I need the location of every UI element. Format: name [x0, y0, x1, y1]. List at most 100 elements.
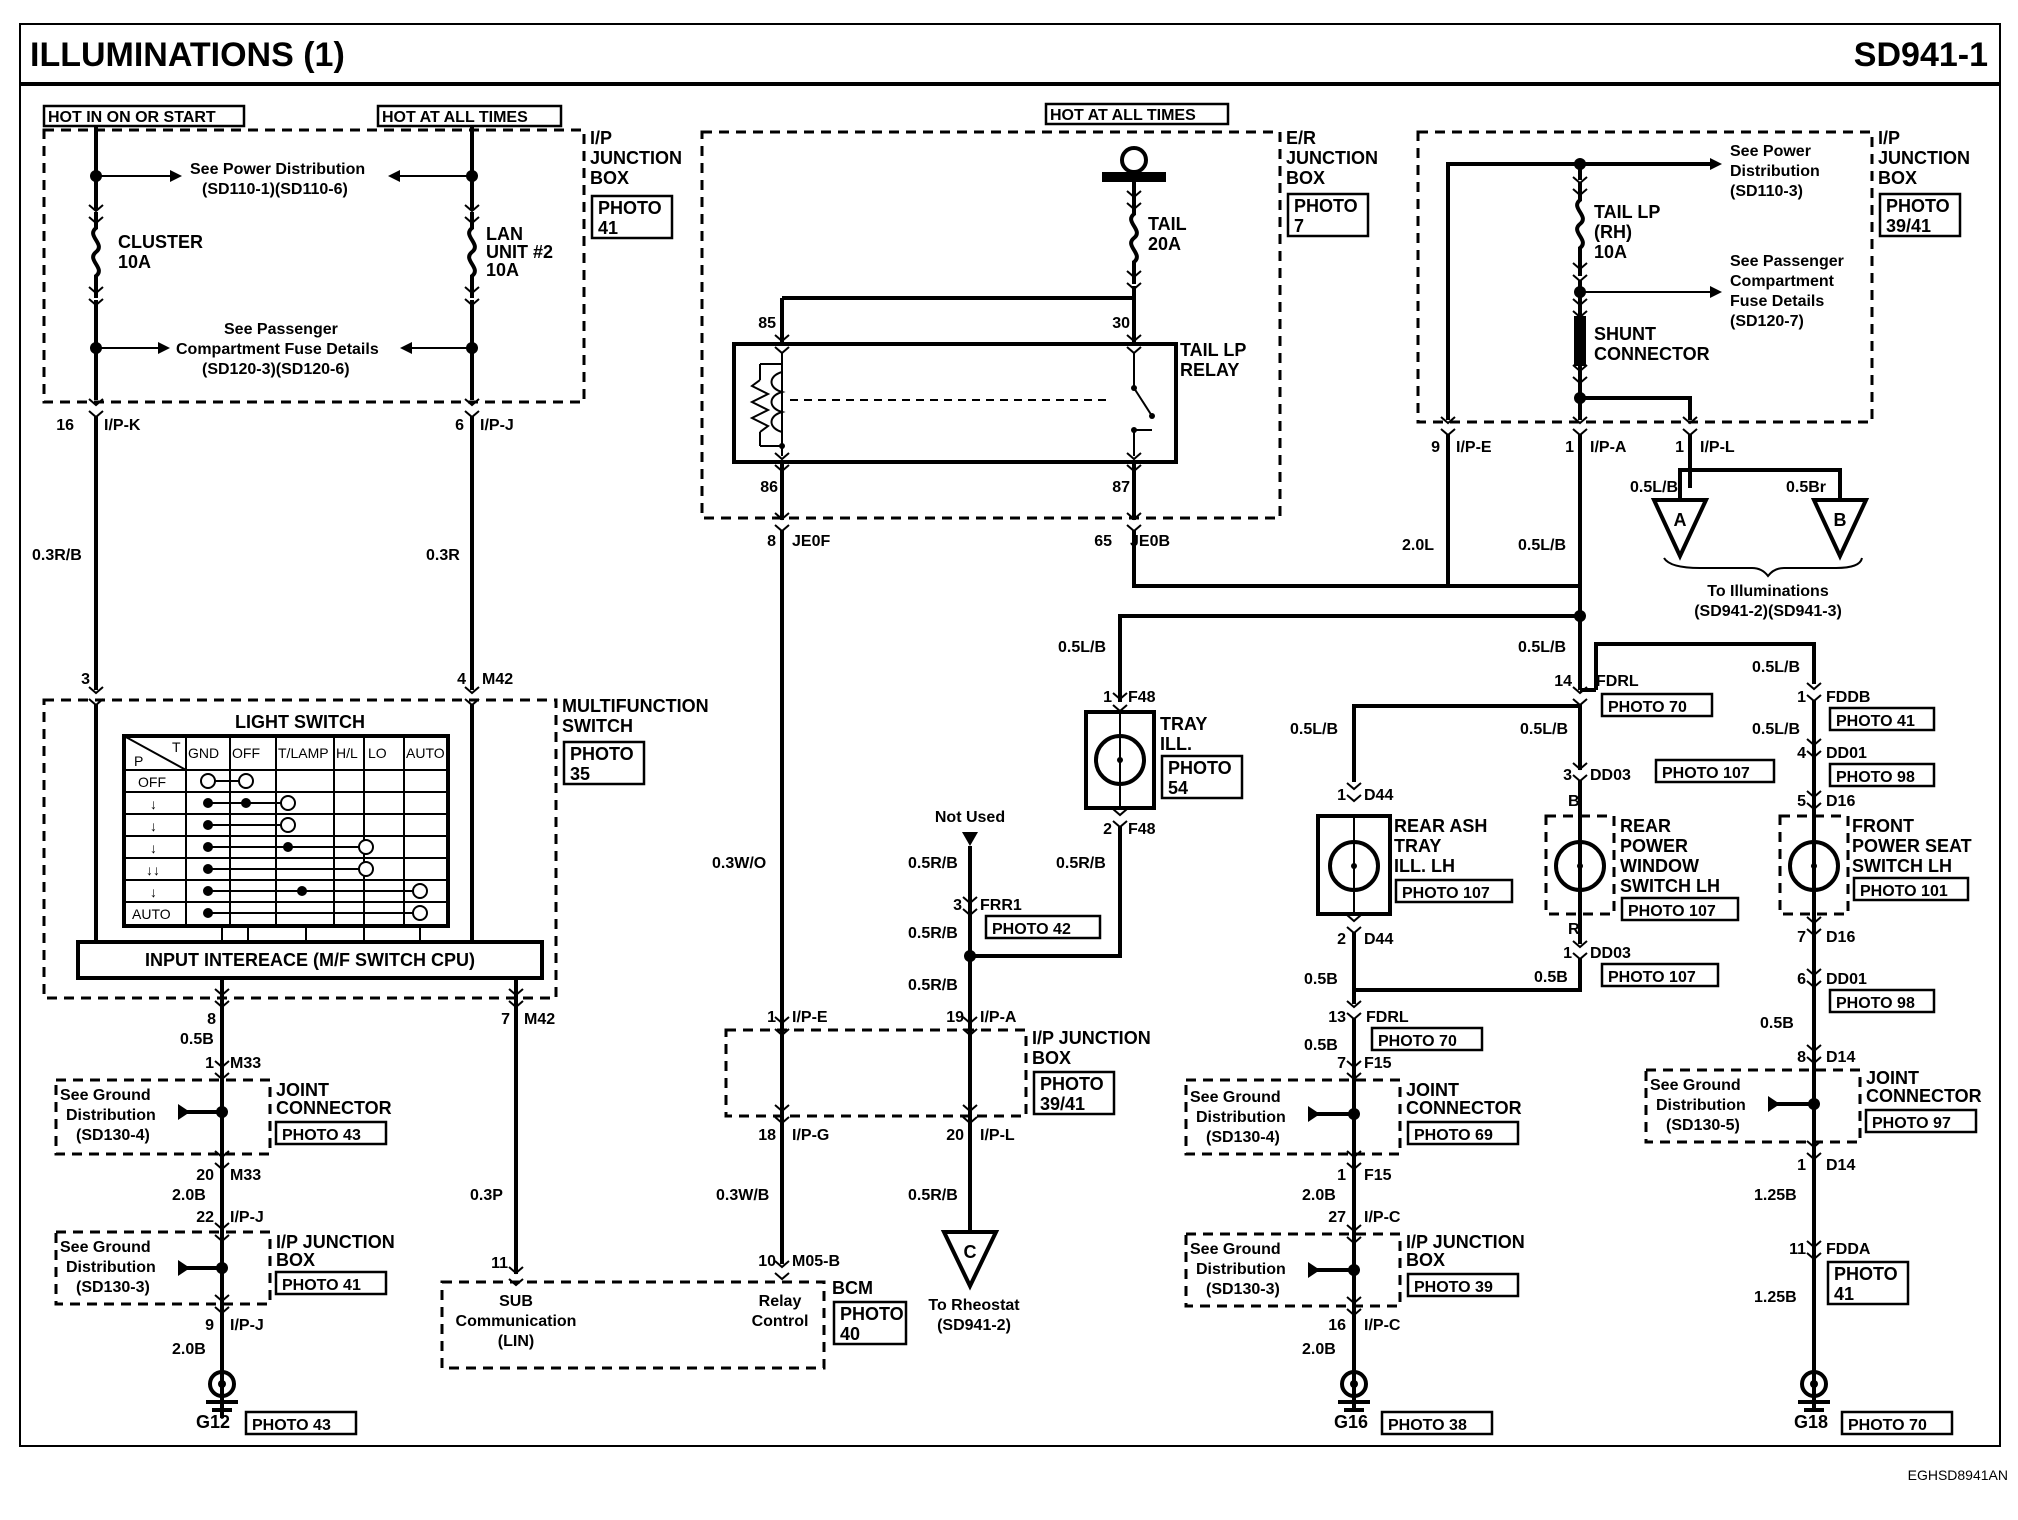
er-jb-photo-num: 7	[1294, 216, 1304, 236]
rear-ash-tray: 1 D44 REAR ASH TRAY ILL. LH PHOTO 107 2 …	[1304, 782, 1514, 1004]
jc-right-label-2: CONNECTOR	[1406, 1098, 1522, 1118]
pin-d16-7-code: D16	[1826, 929, 1855, 946]
gd-ref2-right-2: Distribution	[1196, 1261, 1286, 1278]
pin-r-ipe-num: 9	[1431, 439, 1440, 456]
wire-20b-right-1: 2.0B	[1302, 1187, 1336, 1204]
row-auto: AUTO	[132, 906, 171, 922]
multifunction-switch: MULTIFUNCTION SWITCH PHOTO 35 LIGHT SWIT…	[42, 696, 709, 1000]
fuse-lan-rating: 10A	[486, 260, 519, 280]
conn-a: A	[1674, 510, 1687, 530]
pin-ipj-22-code: I/P-J	[230, 1209, 264, 1226]
frr1-photo: PHOTO 42	[992, 921, 1071, 938]
bcm-photo-num: 40	[840, 1324, 860, 1344]
pin-mid-ipl-code: I/P-L	[980, 1127, 1015, 1144]
wire-20b-left-1: 2.0B	[172, 1187, 206, 1204]
wire-20b-left-2: 2.0B	[172, 1341, 206, 1358]
ipjb-ground-left-label-2: BOX	[276, 1250, 315, 1270]
ip-jb-mid-label-2: BOX	[1032, 1048, 1071, 1068]
wire-125b-1: 1.25B	[1754, 1187, 1797, 1204]
fuse-lan-label: LAN	[486, 224, 523, 244]
ip-junction-box-mid: I/P JUNCTION BOX PHOTO 39/41 1 I/P-E 19 …	[724, 1009, 1151, 1144]
col-tlamp: T/LAMP	[278, 745, 329, 761]
ip-jb-right-label: I/P	[1878, 128, 1900, 148]
pin-m33-1-num: 1	[205, 1055, 214, 1072]
pin-fdda-num: 11	[1789, 1241, 1806, 1258]
pin-je0b-code: JE0B	[1130, 533, 1170, 550]
col-off: OFF	[232, 745, 260, 761]
tray-photo-num: 54	[1168, 778, 1188, 798]
bcm-photo: PHOTO	[840, 1304, 904, 1324]
fddb-photo: PHOTO 41	[1836, 713, 1915, 730]
ip-jb-mid-photo: PHOTO	[1040, 1074, 1104, 1094]
gd-ref2-left-2: Distribution	[66, 1259, 156, 1276]
ipjb-ground-left-photo: PHOTO 41	[282, 1277, 361, 1294]
tail-lp-relay-label-2: RELAY	[1180, 360, 1239, 380]
fuse-tail-rh-rating: 10A	[1594, 242, 1627, 262]
jc-seat-photo: PHOTO 97	[1872, 1115, 1951, 1132]
pin-ipj-9-num: 9	[205, 1317, 214, 1334]
wire-05lb-d44: 0.5L/B	[1290, 721, 1338, 738]
ground-g18-photo: PHOTO 70	[1848, 1417, 1927, 1434]
bcm-sub: SUB	[499, 1293, 533, 1310]
ipjb-ground-right-photo: PHOTO 39	[1414, 1279, 1493, 1296]
ip-jb-left-label-2: JUNCTION	[590, 148, 682, 168]
gd-ref2-right: See Ground	[1190, 1241, 1281, 1258]
pin-d44-2-code: D44	[1364, 931, 1393, 948]
mf-switch-photo-num: 35	[570, 764, 590, 784]
pin-f15-1-num: 1	[1337, 1167, 1346, 1184]
pin-fdrl-13-num: 13	[1328, 1009, 1346, 1026]
ground-g16: G16	[1334, 1412, 1368, 1432]
rear-pw-photo: PHOTO 107	[1628, 903, 1716, 920]
pin-f15-7-code: F15	[1364, 1055, 1392, 1072]
ipjb-ground-right-label-2: BOX	[1406, 1250, 1445, 1270]
jc-left-label-2: CONNECTOR	[276, 1098, 392, 1118]
pass-ref-right-4: (SD120-7)	[1730, 313, 1804, 330]
wire-05b-dd03: 0.5B	[1534, 969, 1568, 986]
mf-switch-label: MULTIFUNCTION	[562, 696, 709, 716]
pin-m33-20-num: 20	[196, 1167, 214, 1184]
pin-r-ipe-code: I/P-E	[1456, 439, 1492, 456]
wire-03rb: 0.3R/B	[32, 547, 82, 564]
wire-20b-right-2: 2.0B	[1302, 1341, 1336, 1358]
tail-lp-relay-label: TAIL LP	[1180, 340, 1246, 360]
pin-m33-20-code: M33	[230, 1167, 261, 1184]
rear-ash-label-2: TRAY	[1394, 836, 1441, 856]
pin-d44-1-code: D44	[1364, 787, 1393, 804]
jc-seat-label: JOINT	[1866, 1068, 1919, 1088]
pin-m33-1-code: M33	[230, 1055, 261, 1072]
pin-mf-8: 8	[207, 1011, 216, 1028]
pin-dd01-6-num: 6	[1797, 971, 1806, 988]
dd03-3-photo: PHOTO 107	[1662, 765, 1750, 782]
gd-ref2-right-3: (SD130-3)	[1206, 1281, 1280, 1298]
pin-ipj-9-code: I/P-J	[230, 1317, 264, 1334]
pin-ipc-16-code: I/P-C	[1364, 1317, 1401, 1334]
pin-r-ipl-code: I/P-L	[1700, 439, 1735, 456]
pin-mf-7-num: 7	[501, 1011, 510, 1028]
pin-ipc-16-num: 16	[1328, 1317, 1346, 1334]
ground-g16-photo: PHOTO 38	[1388, 1417, 1467, 1434]
pin-d44-1-num: 1	[1337, 787, 1346, 804]
pin-fdrl-14-num: 14	[1554, 673, 1572, 690]
wire-03wo: 0.3W/O	[712, 855, 766, 872]
pin-mid-ipa-num: 19	[946, 1009, 964, 1026]
footer-code: EGHSD8941AN	[1908, 1467, 2008, 1483]
col-gnd: GND	[188, 745, 219, 761]
wire-05rb-1: 0.5R/B	[908, 855, 958, 872]
er-jb-label-2: JUNCTION	[1286, 148, 1378, 168]
pin-ipj-num: 6	[455, 417, 464, 434]
row-4: ↓↓	[146, 862, 160, 878]
dd01-6-photo: PHOTO 98	[1836, 995, 1915, 1012]
seat-label-2: POWER SEAT	[1852, 836, 1972, 856]
relay-pin-86: 86	[760, 479, 778, 496]
wire-05b-left: 0.5B	[180, 1031, 214, 1048]
wire-05lb-dd03: 0.5L/B	[1520, 721, 1568, 738]
wire-05rb-4: 0.5R/B	[908, 1187, 958, 1204]
conn-b: B	[1834, 510, 1847, 530]
rheostat-note: To Rheostat	[928, 1297, 1020, 1314]
wire-03r: 0.3R	[426, 547, 460, 564]
er-jb-photo: PHOTO	[1294, 196, 1358, 216]
wire-05lb-tray: 0.5L/B	[1058, 639, 1106, 656]
rheostat-note-2: (SD941-2)	[937, 1317, 1011, 1334]
ip-junction-box-left: HOT IN ON OR START HOT AT ALL TIMES I/P …	[42, 104, 682, 434]
pin-frr1-code: FRR1	[980, 897, 1022, 914]
